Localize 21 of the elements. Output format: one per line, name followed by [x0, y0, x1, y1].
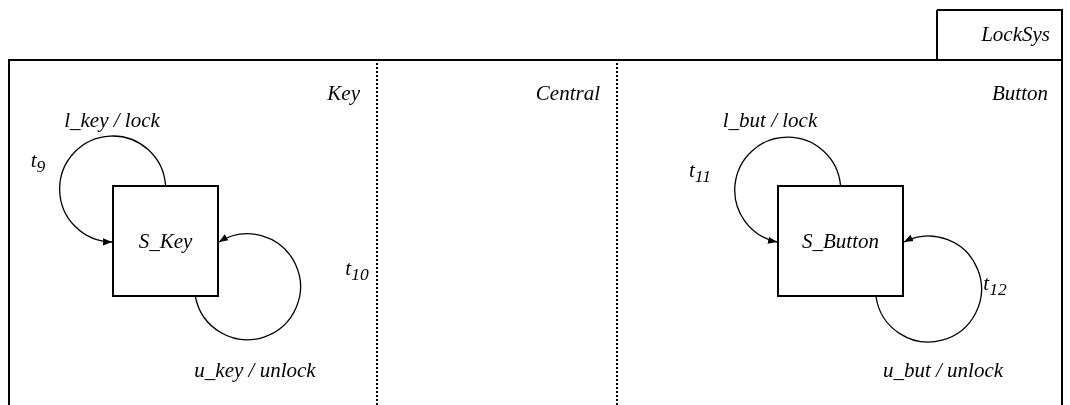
transition-name: t$_{10}$: [345, 258, 369, 284]
region-name: Button: [992, 83, 1048, 104]
transition-name: t$_{12}$: [983, 273, 1007, 299]
transition-arrow: [875, 235, 983, 343]
state-box: [777, 185, 904, 297]
transition-name: t$_{9}$: [30, 150, 46, 176]
transition-arrow: [194, 233, 302, 341]
state-box: [112, 185, 219, 297]
transition-arrow: [734, 136, 842, 244]
transition-arrow: [59, 135, 167, 245]
state-name: S_Button: [802, 230, 879, 252]
edge-label: u_key / unlock: [194, 360, 316, 381]
edge-label: l_but / lock: [722, 110, 818, 131]
region-name: Key: [327, 83, 360, 104]
region-name: Central: [535, 83, 600, 104]
transition-name: t$_{11}$: [689, 160, 711, 186]
state-name: S_Key: [138, 230, 193, 252]
edge-label: l_key / lock: [64, 110, 160, 131]
edge-label: u_but / unlock: [882, 360, 1004, 381]
frame-box: [8, 10, 1062, 405]
diagram-name: LockSys: [981, 24, 1050, 45]
